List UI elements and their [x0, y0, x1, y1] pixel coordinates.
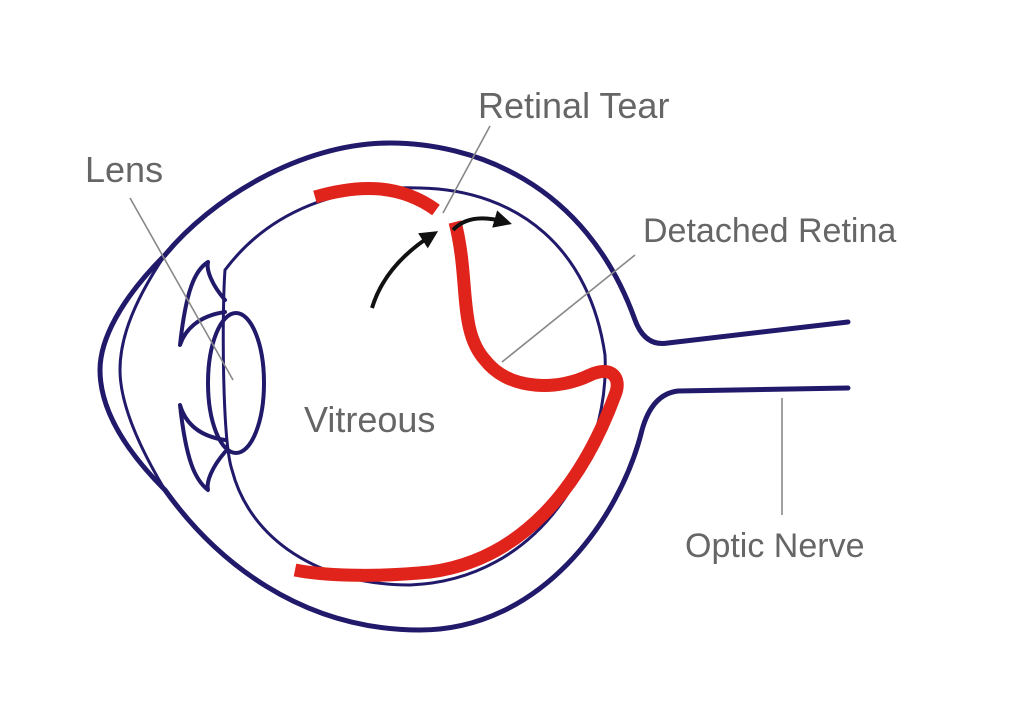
detached-retina-label: Detached Retina	[643, 212, 896, 250]
vitreous-flow-arrow	[370, 231, 439, 309]
cornea-inner	[118, 254, 167, 491]
retinal-tear-leader-line	[442, 125, 491, 214]
vitreous-label: Vitreous	[304, 399, 435, 440]
detached-retina-flap	[293, 220, 624, 582]
lens-leader-line	[129, 197, 234, 381]
sclera-outline	[97, 140, 851, 633]
tear-flow-arrow	[451, 210, 512, 232]
retinal-tear-label: Retinal Tear	[478, 85, 669, 126]
iris-lower	[178, 403, 227, 492]
optic-nerve-label: Optic Nerve	[685, 527, 865, 565]
lens-label: Lens	[85, 149, 163, 190]
retina-upper-segment	[313, 181, 440, 216]
iris-upper	[178, 260, 227, 347]
lens-shape	[206, 311, 266, 455]
detached-retina-leader-line	[501, 254, 636, 363]
